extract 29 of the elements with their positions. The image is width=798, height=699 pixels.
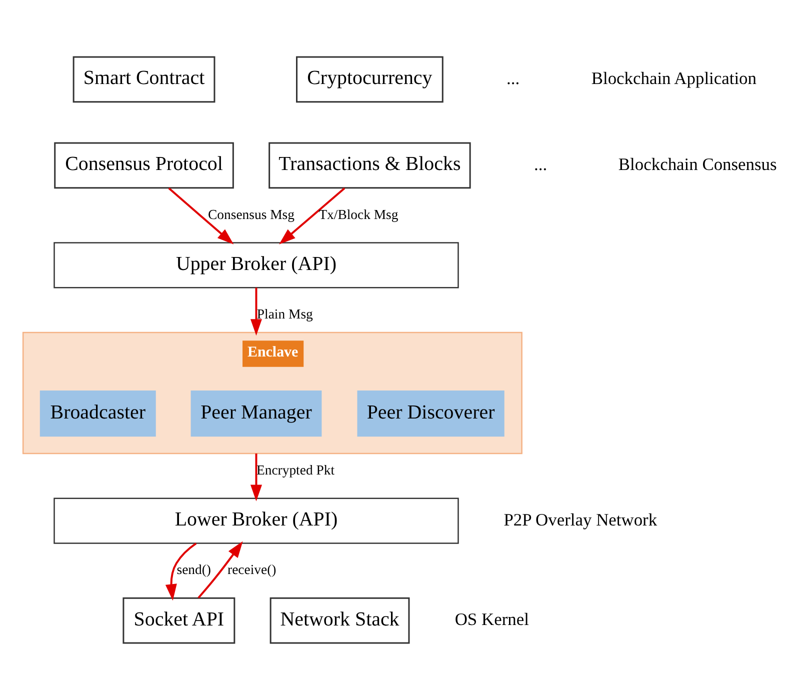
- node-box: Lower Broker (API): [54, 497, 459, 544]
- arrow: [250, 453, 262, 501]
- arrow: [250, 287, 262, 336]
- label: ...: [506, 68, 520, 88]
- node-box: Smart Contract: [72, 56, 216, 102]
- edge-label: receive(): [228, 562, 276, 577]
- node-box: Socket API: [122, 596, 236, 644]
- node-box: Peer Manager: [190, 390, 322, 436]
- edge-label: send(): [176, 562, 212, 577]
- arrow: [198, 540, 243, 598]
- node-box: Cryptocurrency: [296, 56, 444, 102]
- label: ...: [534, 154, 548, 174]
- arrow: [168, 187, 234, 244]
- edge-label: Plain Msg: [256, 306, 313, 322]
- node-box: Upper Broker (API): [54, 242, 459, 288]
- label: Blockchain Application: [591, 68, 757, 88]
- node-box: Consensus Protocol: [54, 142, 234, 188]
- node-box: Broadcaster: [40, 390, 156, 436]
- edge-label: Encrypted Pkt: [256, 462, 335, 477]
- edge-label: Tx/Block Msg: [318, 206, 398, 222]
- node-box: Transactions & Blocks: [268, 142, 471, 188]
- node-box: Peer Discoverer: [357, 390, 504, 436]
- arrow: [165, 542, 197, 600]
- node-box: Network Stack: [270, 596, 410, 644]
- label: OS Kernel: [454, 608, 529, 629]
- label: P2P Overlay Network: [504, 508, 658, 529]
- label: Blockchain Consensus: [618, 154, 777, 174]
- edge-label: Consensus Msg: [208, 206, 294, 222]
- arrow: [279, 187, 346, 244]
